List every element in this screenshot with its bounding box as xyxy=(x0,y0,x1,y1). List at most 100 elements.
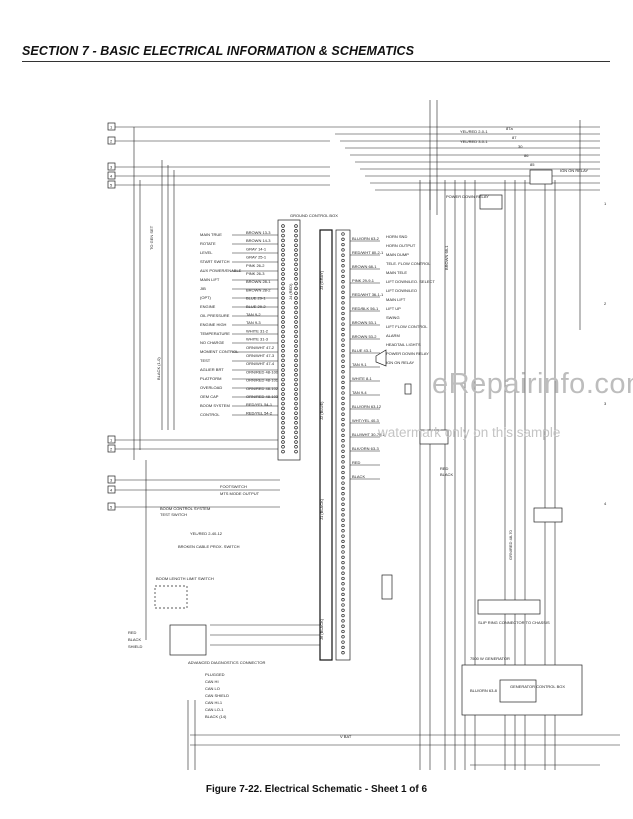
terminal-pin xyxy=(341,375,345,379)
bottom-wire-label: CAN LO-1 xyxy=(205,707,224,712)
wire-label: BLK/ORN 63-3 xyxy=(352,446,379,451)
terminal-pin xyxy=(294,363,298,367)
wire-label: WHITE 31-2 xyxy=(246,328,269,333)
terminal-pin xyxy=(341,492,345,496)
edge-connector xyxy=(107,122,116,131)
terminal-label: J2 (BLUE) xyxy=(319,401,324,420)
wire-label: BROWN 28-1 xyxy=(246,279,271,284)
terminal-pin xyxy=(294,310,298,315)
terminal-pin xyxy=(294,229,298,233)
terminal-pin xyxy=(294,272,298,276)
function-label: HORN SND xyxy=(386,234,407,239)
terminal-pin xyxy=(341,274,345,279)
section-title: SECTION 7 - BASIC ELECTRICAL INFORMATION… xyxy=(22,44,415,58)
terminal-pin xyxy=(281,320,285,324)
terminal-pin xyxy=(341,460,345,464)
wire-label: BLACK xyxy=(352,474,365,479)
terminal-pin xyxy=(281,401,285,406)
connector-block xyxy=(533,507,563,523)
terminal-pin xyxy=(294,334,298,339)
terminal-pin xyxy=(294,382,298,387)
terminal-pin xyxy=(341,301,345,305)
wire-label: RED xyxy=(128,630,137,635)
terminal-pin xyxy=(341,576,345,581)
generator-control-label: GENERATOR CONTROL BOX xyxy=(510,684,565,689)
wire-label: YEL/RED 2-40-12 xyxy=(190,531,223,536)
terminal-pin xyxy=(294,248,298,252)
relay-label: IGN ON RELAY xyxy=(560,168,588,173)
function-label: START SWITCH xyxy=(200,259,230,264)
terminal-pin xyxy=(281,377,285,382)
wire-label: BROWN 13-3 xyxy=(246,230,271,235)
terminal-pin xyxy=(294,349,298,353)
terminal-pin xyxy=(281,416,285,420)
terminal-pin xyxy=(341,624,345,628)
connector-number: 4 xyxy=(110,488,113,493)
terminal-pin xyxy=(281,253,285,257)
terminal-pin xyxy=(294,305,298,310)
edge-connector xyxy=(107,502,116,511)
connector-block xyxy=(381,574,393,600)
terminal-pin xyxy=(281,248,285,252)
wire-label: TAN 9-2 xyxy=(246,312,261,317)
terminal-pin xyxy=(341,391,345,395)
terminal-pin xyxy=(341,386,345,390)
switch-label: BOOM LENGTH LIMIT SWITCH xyxy=(156,576,214,581)
diagnostics-label: ADVANCED DIAGNOSTICS CONNECTOR xyxy=(188,660,266,665)
advanced-diagnostics-connector xyxy=(169,624,207,656)
function-label: MAIN DUMP xyxy=(386,252,409,257)
terminal-pin xyxy=(341,423,345,427)
wire-label: TAN 9-4 xyxy=(352,390,367,395)
bottom-wire-label: CAN SHIELD xyxy=(205,693,229,698)
function-label: ENGINE HIGH xyxy=(200,322,227,327)
terminal-pin xyxy=(341,258,345,263)
terminal-pin xyxy=(341,497,345,501)
terminal-pin xyxy=(294,416,298,420)
edge-connector xyxy=(107,180,116,189)
function-label: ROTATE xyxy=(200,241,216,246)
terminal-pin xyxy=(294,296,298,300)
terminal-pin xyxy=(281,349,285,353)
terminal-pin xyxy=(281,397,285,401)
wire-label: BROWN 28-2 xyxy=(246,287,271,292)
sheet-ref-number: 2 xyxy=(604,301,607,306)
sheet-ref-number: 1 xyxy=(604,201,607,206)
generator-label: 7500 W GENERATOR xyxy=(470,656,510,661)
terminal-pin xyxy=(341,396,345,400)
wire-label: PINK 26-2 xyxy=(246,263,265,268)
function-label: LIFT DOWN/LEO. SELECT xyxy=(386,279,435,284)
boom-length-switch xyxy=(154,585,188,609)
terminal-pin xyxy=(341,306,345,310)
terminal-pin xyxy=(281,421,285,425)
bottom-wire-label: PLUGGED xyxy=(205,672,225,677)
terminal-pin xyxy=(341,454,345,459)
bottom-wire-label: BLACK (14) xyxy=(205,714,227,719)
terminal-pin xyxy=(294,353,298,358)
wire-label: ORN/RED 48-100 xyxy=(246,369,279,374)
function-label: FOOTSWITCH xyxy=(220,484,247,489)
terminal-pin xyxy=(341,598,345,602)
terminal-pin xyxy=(294,339,298,343)
terminal-pin xyxy=(294,243,298,247)
main-control-module xyxy=(319,229,333,661)
connector-number: 2 xyxy=(110,447,113,452)
terminal-pin xyxy=(341,651,345,655)
wire-label: RED/BLK 56-1 xyxy=(352,306,379,311)
edge-connector xyxy=(107,171,116,180)
terminal-pin xyxy=(341,603,345,607)
terminal-pin xyxy=(341,248,345,252)
terminal-pin xyxy=(294,238,298,243)
function-label: ALARM xyxy=(386,333,400,338)
wire-label: BLUE 29-1 xyxy=(246,296,266,301)
function-label: MTS MODE OUTPUT xyxy=(220,491,260,496)
terminal-pin xyxy=(281,425,285,430)
wire-label: BLUE 29-2 xyxy=(246,304,266,309)
terminal-pin xyxy=(341,370,345,374)
terminal-pin xyxy=(294,358,298,363)
wire-label: BROWN 68-1 xyxy=(352,264,377,269)
bottom-wire-label: CAN HI xyxy=(205,679,219,684)
wire-label: TAN 9-3 xyxy=(246,320,261,325)
slip-ring-label: SLIP RING CONNECTOR TO CHASSIS xyxy=(478,620,550,625)
wire-label: RED xyxy=(440,466,449,471)
relay-pin-label: 87a xyxy=(506,126,513,131)
